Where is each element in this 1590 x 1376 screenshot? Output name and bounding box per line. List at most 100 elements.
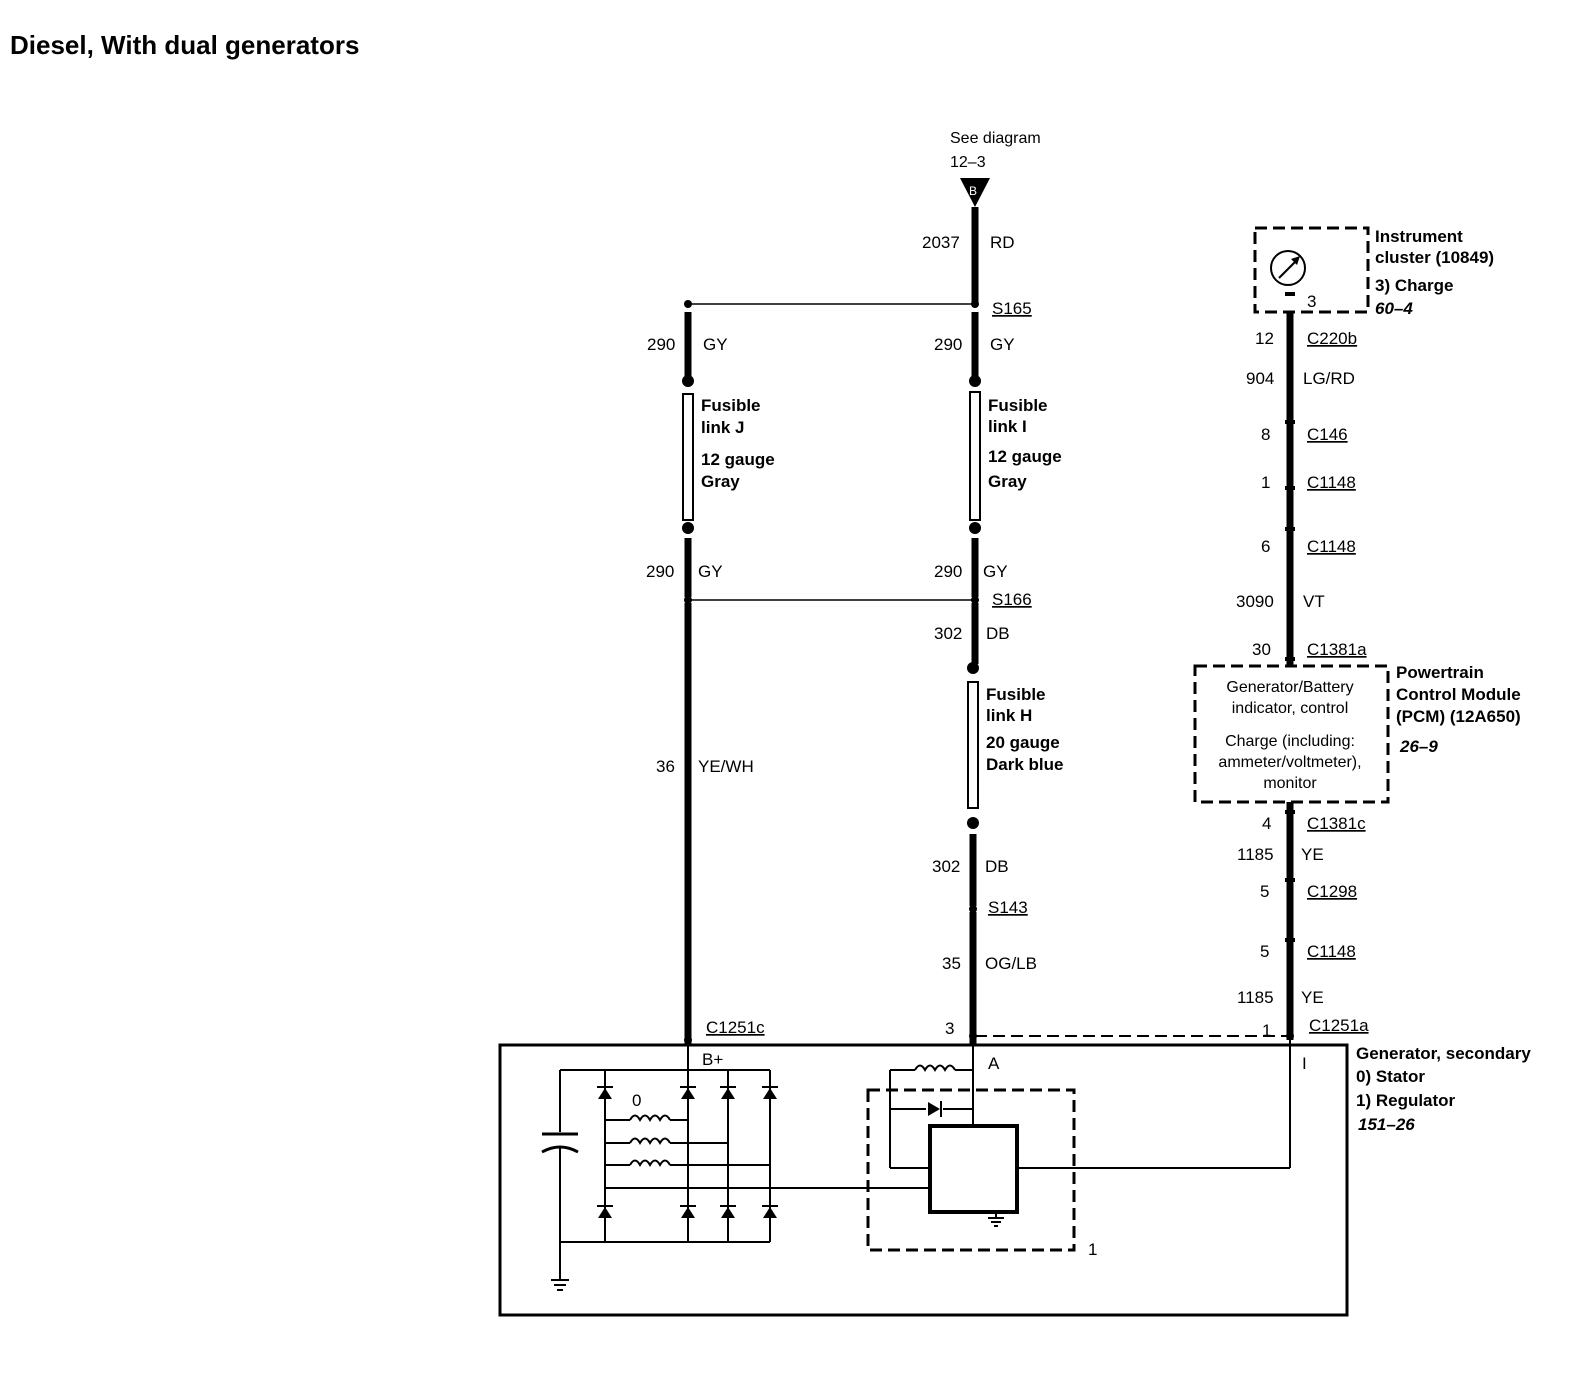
wire-290-number: 290 <box>934 335 962 354</box>
connector-c1251a: C1251a <box>1309 1016 1369 1035</box>
wire-1185-number: 1185 <box>1237 845 1274 864</box>
connector-c1381a: C1381a <box>1307 640 1367 659</box>
pin-12: 12 <box>1255 329 1274 348</box>
wire-302-number: 302 <box>934 624 962 643</box>
pin-6: 6 <box>1261 537 1270 556</box>
svg-text:link I: link I <box>988 417 1027 436</box>
page-title: Diesel, With dual generators <box>10 30 360 60</box>
connector-b-letter: B <box>969 184 977 198</box>
stator-coil-1 <box>629 1114 671 1123</box>
pin-3-label: 3 <box>945 1019 954 1038</box>
wire-35-number: 35 <box>942 954 961 973</box>
pcm-label: Powertrain <box>1396 663 1484 682</box>
connector-c1298: C1298 <box>1307 882 1357 901</box>
svg-text:12 gauge: 12 gauge <box>988 447 1062 466</box>
gauge-icon <box>1270 250 1306 286</box>
generator-label: Generator, secondary <box>1356 1044 1531 1063</box>
svg-text:60–4: 60–4 <box>1375 299 1413 318</box>
splice-s166: S166 <box>992 590 1032 609</box>
stator-coil-2 <box>629 1137 671 1146</box>
regulator-ic <box>928 1124 1019 1214</box>
svg-text:Gray: Gray <box>701 472 740 491</box>
svg-text:0) Stator: 0) Stator <box>1356 1067 1425 1086</box>
terminal-i-label: I <box>1302 1054 1307 1073</box>
wire-1185-number: 1185 <box>1237 988 1274 1007</box>
diagram-ref-label: 12–3 <box>950 154 986 171</box>
svg-text:Control Module: Control Module <box>1396 685 1521 704</box>
connector-b-triangle <box>960 178 990 207</box>
field-coil <box>914 1064 956 1073</box>
wire-290-color: GY <box>990 335 1015 354</box>
svg-text:1) Regulator: 1) Regulator <box>1356 1091 1456 1110</box>
pin-30: 30 <box>1252 640 1271 659</box>
wire-1185-color: YE <box>1301 845 1324 864</box>
svg-text:Dark blue: Dark blue <box>986 755 1063 774</box>
fusible-link-i <box>969 391 981 521</box>
regulator-number: 1 <box>1088 1240 1097 1259</box>
connector-c1148: C1148 <box>1307 537 1356 556</box>
wire-290-color: GY <box>703 335 728 354</box>
wire-36-number: 36 <box>656 757 675 776</box>
terminal-a-label: A <box>988 1054 1000 1073</box>
bplus-label: B+ <box>702 1050 723 1069</box>
wire-3090-color: VT <box>1303 592 1325 611</box>
wire-290-color: GY <box>698 562 723 581</box>
stator-coil-3 <box>629 1159 671 1168</box>
connector-c220b: C220b <box>1307 329 1357 348</box>
pin-8: 8 <box>1261 425 1270 444</box>
wire-290-number: 290 <box>647 335 675 354</box>
svg-text:12 gauge: 12 gauge <box>701 450 775 469</box>
svg-text:monitor: monitor <box>1263 775 1317 792</box>
connector-c1251c: C1251c <box>706 1018 765 1037</box>
pin-4: 4 <box>1262 814 1271 833</box>
cluster-pin-3: 3 <box>1307 292 1316 311</box>
fusible-link-h <box>967 681 979 809</box>
wire-290-number: 290 <box>646 562 674 581</box>
fusible-link-j <box>682 393 694 521</box>
pin-1: 1 <box>1262 1021 1271 1040</box>
wire-290-color: GY <box>983 562 1008 581</box>
svg-text:Gray: Gray <box>988 472 1027 491</box>
wire-302-color: DB <box>986 624 1010 643</box>
svg-text:3) Charge: 3) Charge <box>1375 276 1453 295</box>
svg-text:link H: link H <box>986 706 1032 725</box>
wire-3090-number: 3090 <box>1236 592 1274 611</box>
pin-1: 1 <box>1261 473 1270 492</box>
wire-35-color: OG/LB <box>985 954 1037 973</box>
fusible-link-i-label: Fusible <box>988 396 1048 415</box>
instrument-cluster-box <box>1253 226 1370 314</box>
pin-5: 5 <box>1260 882 1269 901</box>
splice-s143: S143 <box>988 898 1028 917</box>
wire-290-number: 290 <box>934 562 962 581</box>
generator-box <box>498 1043 1349 1317</box>
wire-1185-color: YE <box>1301 988 1324 1007</box>
svg-text:20 gauge: 20 gauge <box>986 733 1060 752</box>
connector-c1148: C1148 <box>1307 942 1356 961</box>
connector-c1381c: C1381c <box>1307 814 1366 833</box>
svg-text:link J: link J <box>701 418 744 437</box>
regulator-box <box>866 1088 1076 1252</box>
svg-text:26–9: 26–9 <box>1399 737 1438 756</box>
pin-5: 5 <box>1260 942 1269 961</box>
instrument-cluster-label: Instrument <box>1375 227 1463 246</box>
stator-number: 0 <box>632 1091 641 1110</box>
see-diagram-label: See diagram <box>950 130 1041 147</box>
wire-2037-color: RD <box>990 233 1015 252</box>
wire-2037-number: 2037 <box>922 233 960 252</box>
fusible-link-j-label: Fusible <box>701 396 761 415</box>
fusible-link-h-label: Fusible <box>986 685 1046 704</box>
svg-text:151–26: 151–26 <box>1358 1115 1415 1134</box>
wire-302-number: 302 <box>932 857 960 876</box>
connector-c1148: C1148 <box>1307 473 1356 492</box>
wire-302-color: DB <box>985 857 1009 876</box>
wire-36-color: YE/WH <box>698 757 754 776</box>
svg-text:ammeter/voltmeter),: ammeter/voltmeter), <box>1218 754 1361 771</box>
svg-text:indicator, control: indicator, control <box>1232 700 1349 717</box>
wire-904-color: LG/RD <box>1303 369 1355 388</box>
svg-text:Charge (including:: Charge (including: <box>1225 733 1355 750</box>
svg-text:(PCM) (12A650): (PCM) (12A650) <box>1396 707 1521 726</box>
svg-text:cluster (10849): cluster (10849) <box>1375 248 1494 267</box>
wire-904-number: 904 <box>1246 369 1274 388</box>
pcm-function-label: Generator/Battery <box>1226 679 1353 696</box>
